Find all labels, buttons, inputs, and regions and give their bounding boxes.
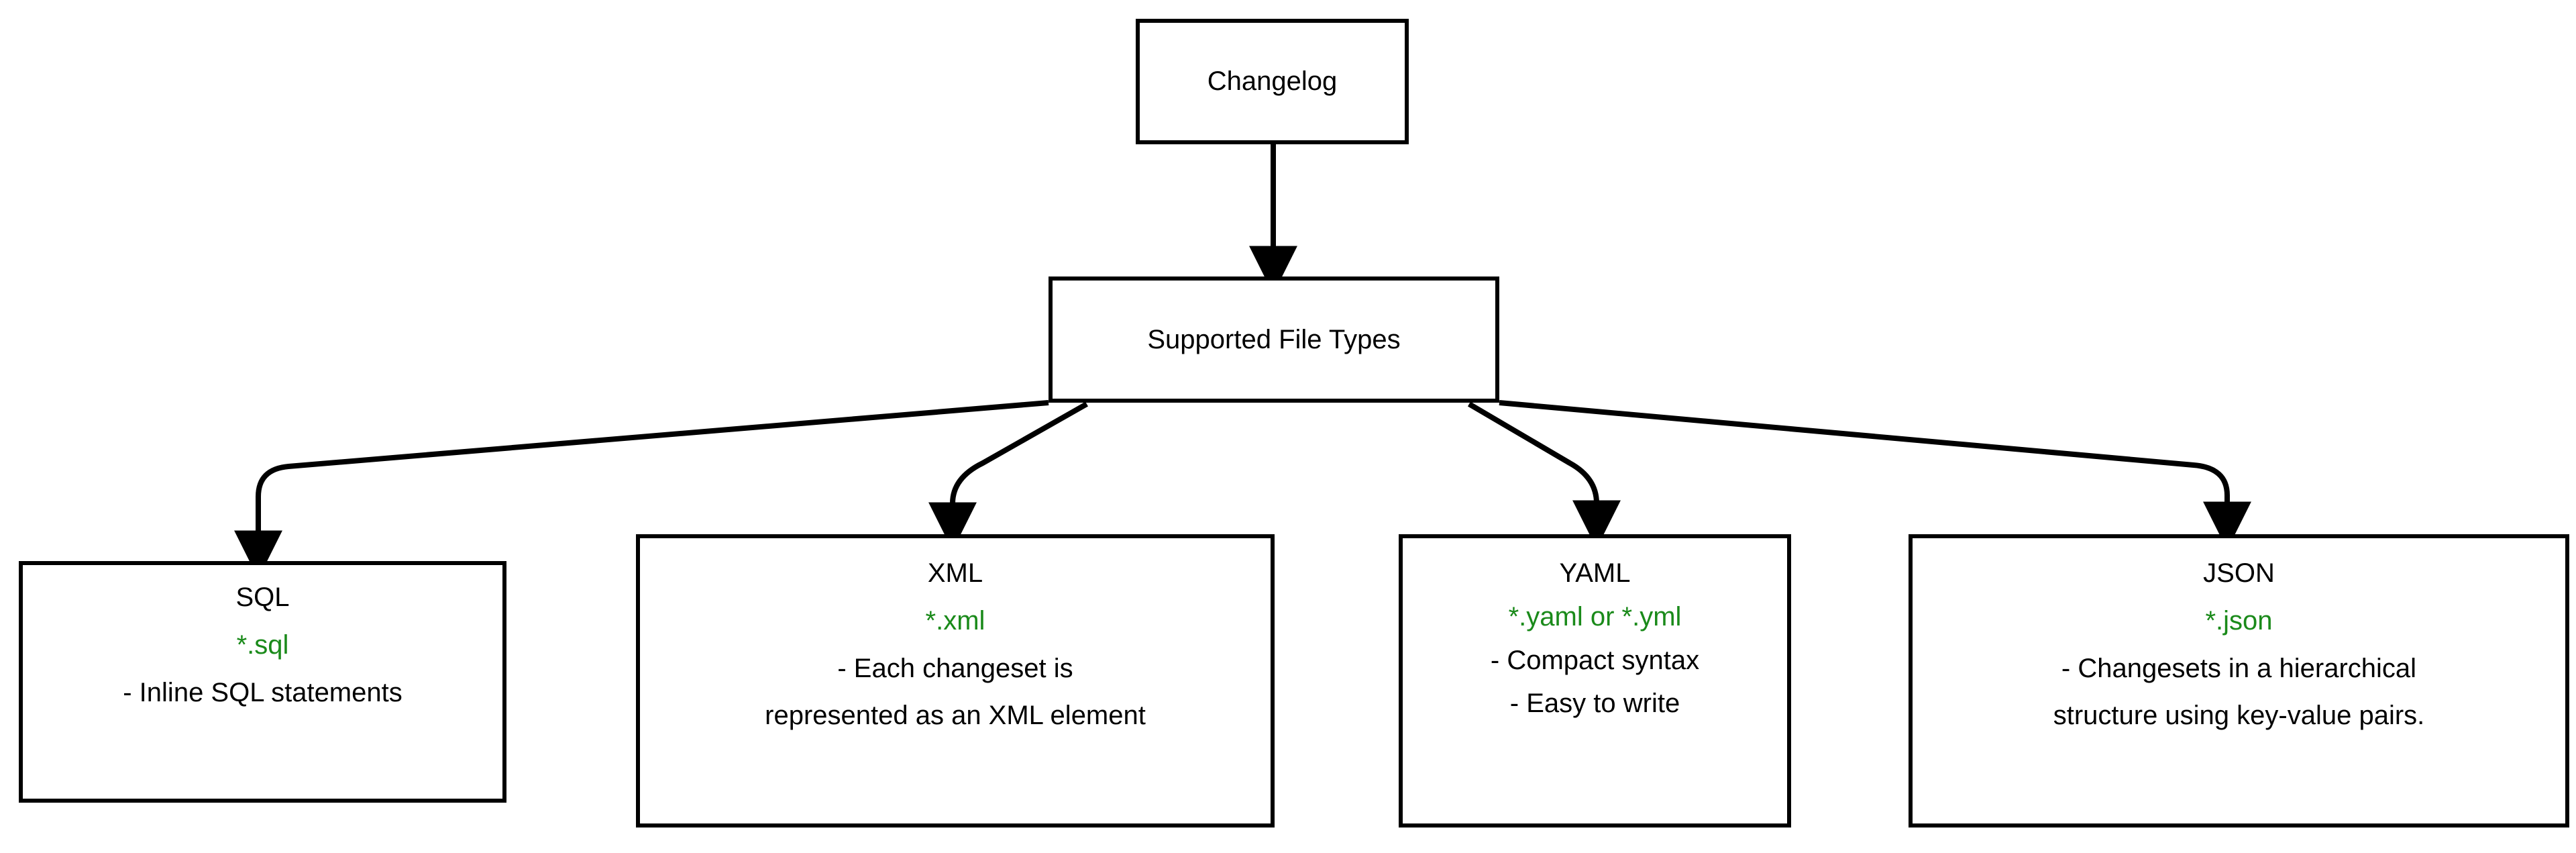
- node-yaml-description-line-1: - Compact syntax: [1490, 645, 1700, 675]
- node-supported-file-types[interactable]: Supported File Types: [1049, 277, 1499, 403]
- node-changelog[interactable]: Changelog: [1136, 19, 1409, 144]
- node-sql-extension: *.sql: [236, 630, 289, 660]
- node-sql-title: SQL: [235, 583, 290, 612]
- node-json-title: JSON: [2203, 558, 2275, 588]
- node-yaml-extension: *.yaml or *.yml: [1508, 601, 1682, 632]
- node-sql[interactable]: SQL *.sql - Inline SQL statements: [19, 561, 506, 803]
- node-supported-file-types-label: Supported File Types: [1147, 324, 1401, 354]
- edge-supported-to-json: [1499, 400, 2251, 550]
- node-xml[interactable]: XML *.xml - Each changeset is represente…: [636, 534, 1275, 827]
- node-xml-description-line-1: - Each changeset is: [837, 653, 1073, 683]
- node-yaml[interactable]: YAML *.yaml or *.yml - Compact syntax - …: [1399, 534, 1791, 827]
- node-xml-title: XML: [927, 558, 983, 588]
- node-yaml-description-line-2: - Easy to write: [1509, 689, 1680, 719]
- node-json-description-line-1: - Changesets in a hierarchical: [2061, 653, 2417, 683]
- node-xml-description-line-2: represented as an XML element: [765, 701, 1146, 731]
- edge-supported-to-sql: [234, 400, 1049, 579]
- node-json[interactable]: JSON *.json - Changesets in a hierarchic…: [1909, 534, 2569, 827]
- node-json-extension: *.json: [2205, 605, 2273, 636]
- node-xml-extension: *.xml: [925, 605, 985, 636]
- node-sql-description-line-1: - Inline SQL statements: [123, 677, 402, 707]
- node-changelog-label: Changelog: [1207, 66, 1338, 97]
- edge-supported-to-yaml: [1467, 401, 1621, 549]
- edge-supported-to-xml: [928, 401, 1088, 551]
- node-yaml-title: YAML: [1559, 558, 1631, 588]
- node-json-description-line-2: structure using key-value pairs.: [2053, 701, 2425, 731]
